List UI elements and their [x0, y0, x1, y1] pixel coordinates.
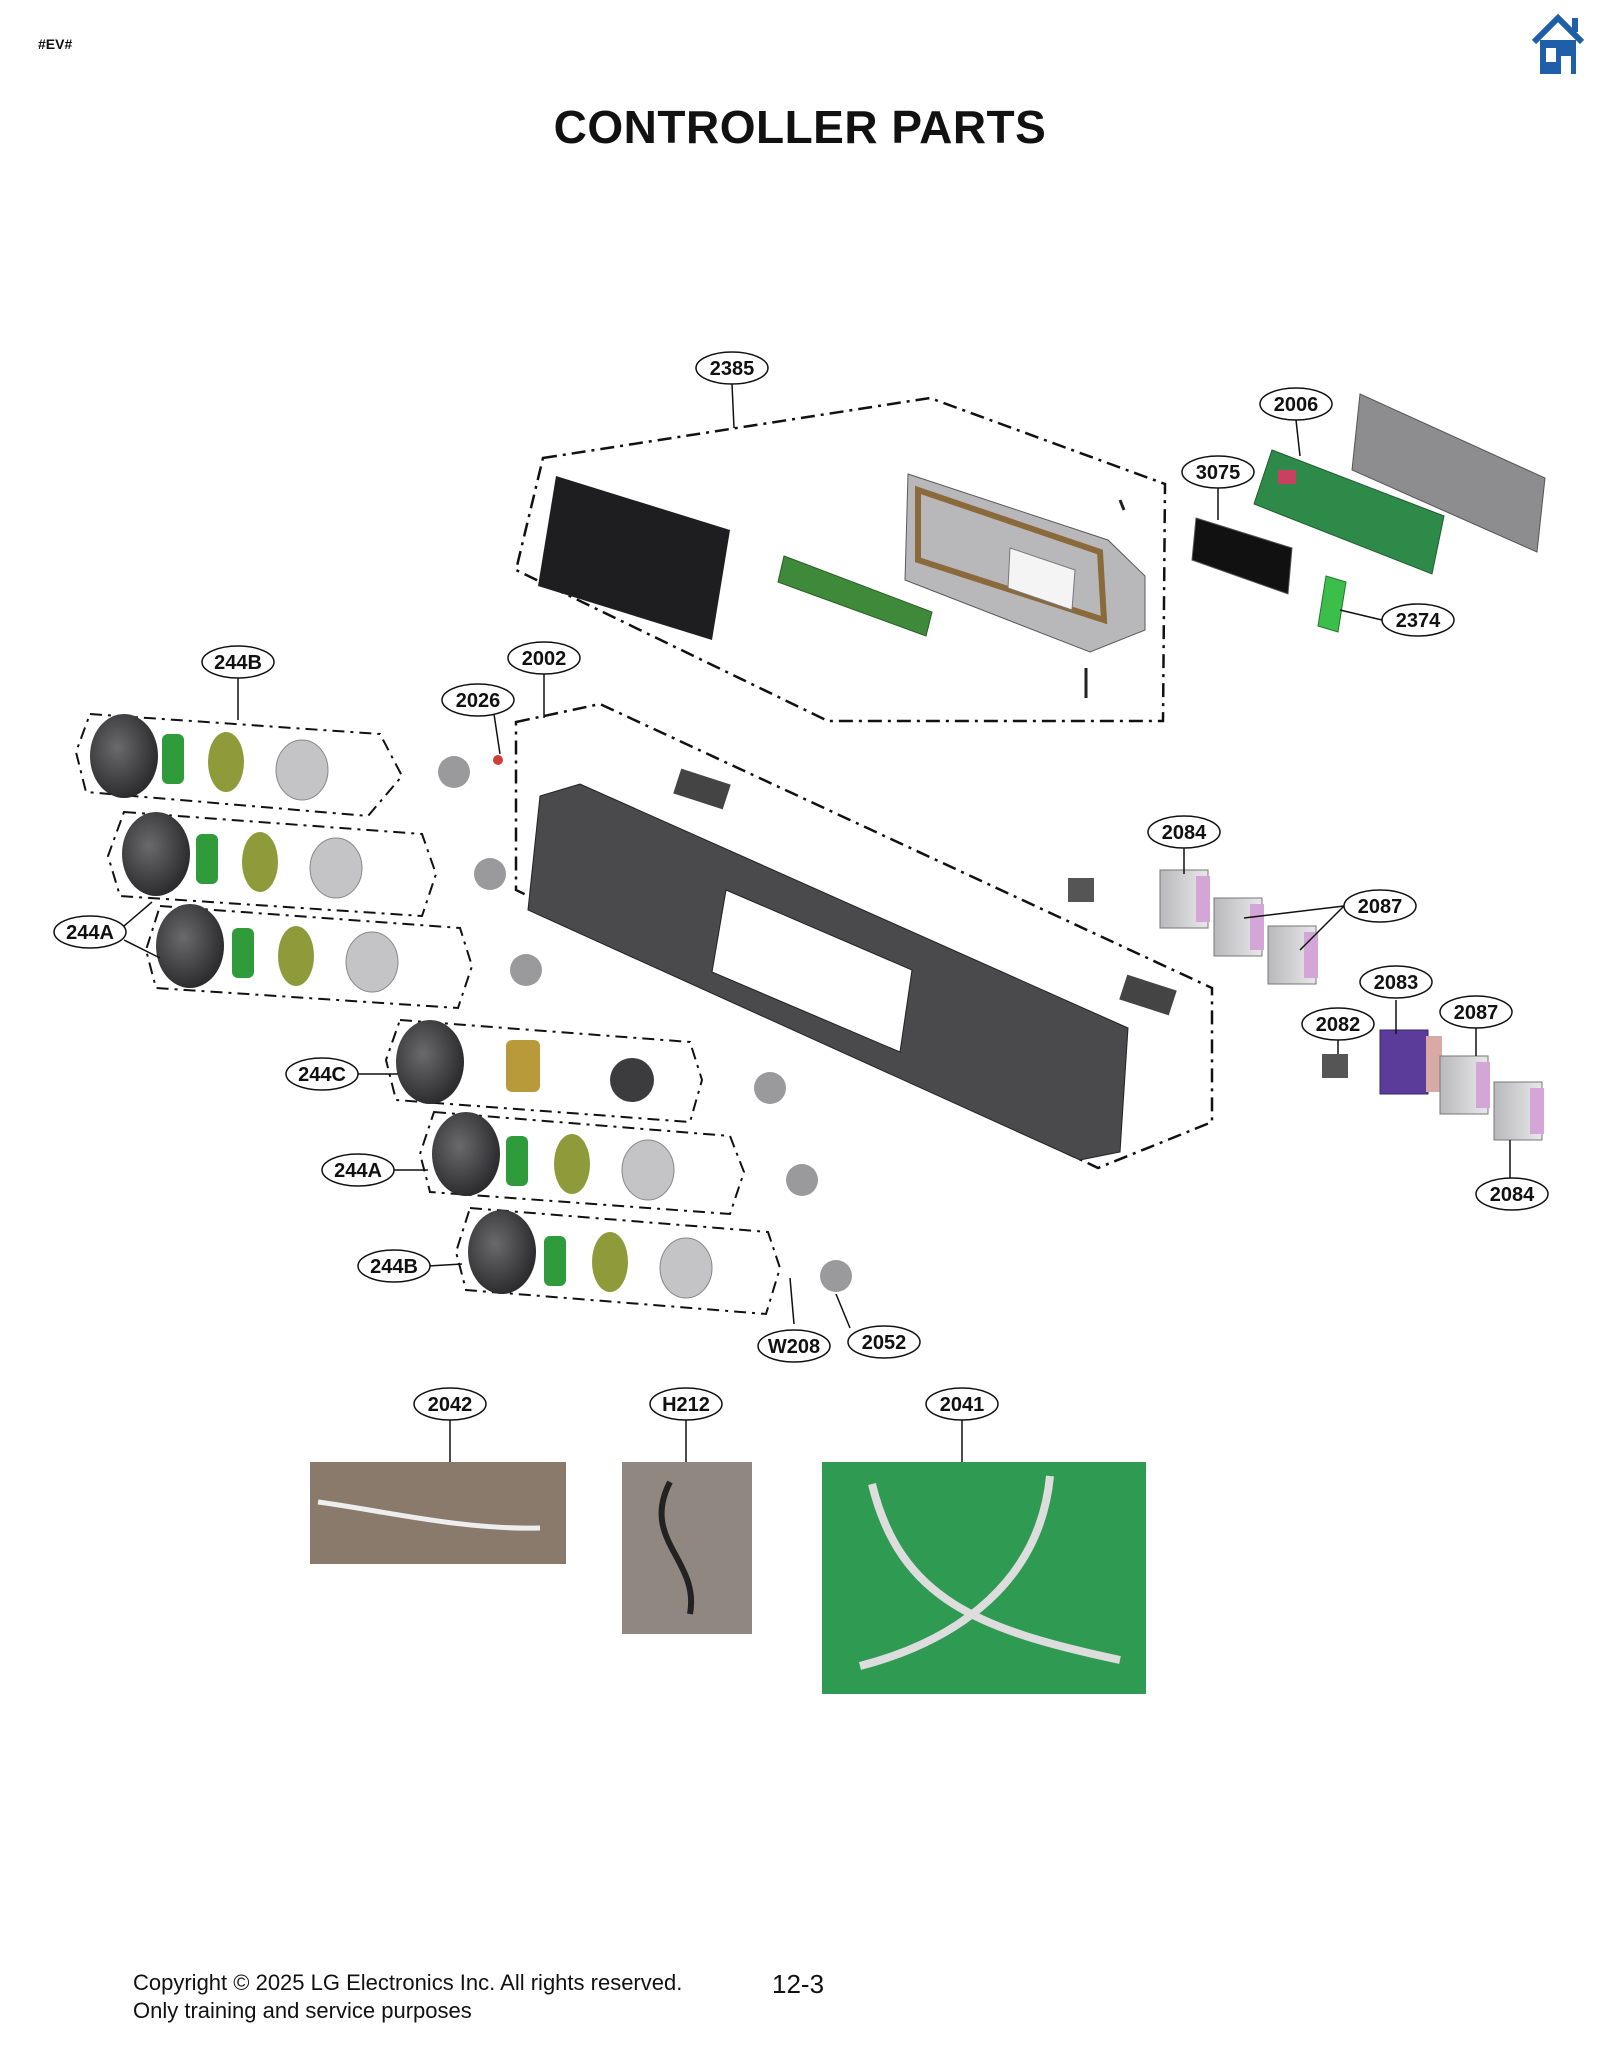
svg-text:2087: 2087 — [1454, 1002, 1499, 1024]
callout-2083: 2083 — [1359, 965, 1433, 999]
display-assembly-group — [514, 396, 1167, 723]
callout-2006: 2006 — [1259, 387, 1333, 421]
main-pcb — [1253, 449, 1445, 575]
callout-2087-top: 2087 — [1343, 889, 1417, 923]
callout-2052: 2052 — [847, 1325, 921, 1359]
callout-2026: 2026 — [441, 683, 515, 717]
pcb-cover — [1351, 393, 1546, 553]
callout-2087-right: 2087 — [1439, 995, 1513, 1029]
callout-2042: 2042 — [413, 1387, 487, 1421]
svg-text:2026: 2026 — [456, 690, 501, 712]
sub-pcb — [1317, 575, 1347, 633]
svg-text:244B: 244B — [214, 652, 262, 674]
callout-3075: 3075 — [1181, 455, 1255, 489]
display-housing — [904, 473, 1146, 653]
callout-244a-left: 244A — [53, 915, 127, 949]
callout-244a-mid: 244A — [321, 1153, 395, 1187]
harness-2042-photo — [310, 1462, 566, 1564]
callout-labels: 2385 2006 3075 2374 244B 2002 2026 244A … — [53, 351, 1549, 1421]
svg-text:2374: 2374 — [1396, 610, 1441, 632]
svg-text:H212: H212 — [662, 1394, 710, 1416]
knob-rows — [74, 712, 852, 1316]
display-filter — [777, 555, 933, 637]
purpose-line: Only training and service purposes — [133, 1998, 472, 2023]
harness-h212-photo — [622, 1462, 752, 1634]
svg-text:W208: W208 — [768, 1336, 820, 1358]
svg-text:244A: 244A — [66, 922, 114, 944]
lcd-display — [1191, 517, 1293, 595]
callout-2002: 2002 — [507, 641, 581, 675]
svg-text:244A: 244A — [334, 1160, 382, 1182]
svg-text:2052: 2052 — [862, 1332, 907, 1354]
svg-text:2082: 2082 — [1316, 1014, 1361, 1036]
display-window — [538, 476, 730, 640]
callout-244c: 244C — [285, 1057, 359, 1091]
svg-text:2084: 2084 — [1162, 822, 1207, 844]
svg-text:2385: 2385 — [710, 358, 755, 380]
callout-w208: W208 — [757, 1329, 831, 1363]
page-title: CONTROLLER PARTS — [553, 101, 1047, 153]
svg-text:244C: 244C — [298, 1064, 346, 1086]
callout-h212: H212 — [649, 1387, 723, 1421]
leader-lines — [123, 383, 1511, 1462]
screw — [1118, 499, 1126, 511]
callout-2084-bottom: 2084 — [1475, 1177, 1549, 1211]
control-panel-group — [493, 702, 1214, 1170]
callout-2385: 2385 — [695, 351, 769, 385]
callout-2041: 2041 — [925, 1387, 999, 1421]
svg-text:2084: 2084 — [1490, 1184, 1535, 1206]
home-icon[interactable] — [1530, 12, 1586, 78]
callout-2084-top: 2084 — [1147, 815, 1221, 849]
footer-copyright: Copyright © 2025 LG Electronics Inc. All… — [133, 1969, 682, 2025]
harness-photos — [310, 1462, 1146, 1694]
svg-text:2042: 2042 — [428, 1394, 473, 1416]
document-tag: #EV# — [38, 36, 73, 52]
callout-2082: 2082 — [1301, 1007, 1375, 1041]
callout-2374: 2374 — [1381, 603, 1455, 637]
svg-text:244B: 244B — [370, 1256, 418, 1278]
svg-text:2083: 2083 — [1374, 972, 1419, 994]
svg-text:2087: 2087 — [1358, 896, 1403, 918]
svg-text:2006: 2006 — [1274, 394, 1319, 416]
infinite-switches — [1068, 869, 1544, 1141]
svg-text:3075: 3075 — [1196, 462, 1241, 484]
callout-244b-top: 244B — [201, 645, 275, 679]
copyright-line: Copyright © 2025 LG Electronics Inc. All… — [133, 1970, 683, 1995]
page-number: 12-3 — [772, 1969, 825, 1999]
callout-244b-bottom: 244B — [357, 1249, 431, 1283]
main-pcb-group — [1191, 393, 1546, 633]
svg-text:2041: 2041 — [940, 1394, 985, 1416]
svg-text:2002: 2002 — [522, 648, 567, 670]
